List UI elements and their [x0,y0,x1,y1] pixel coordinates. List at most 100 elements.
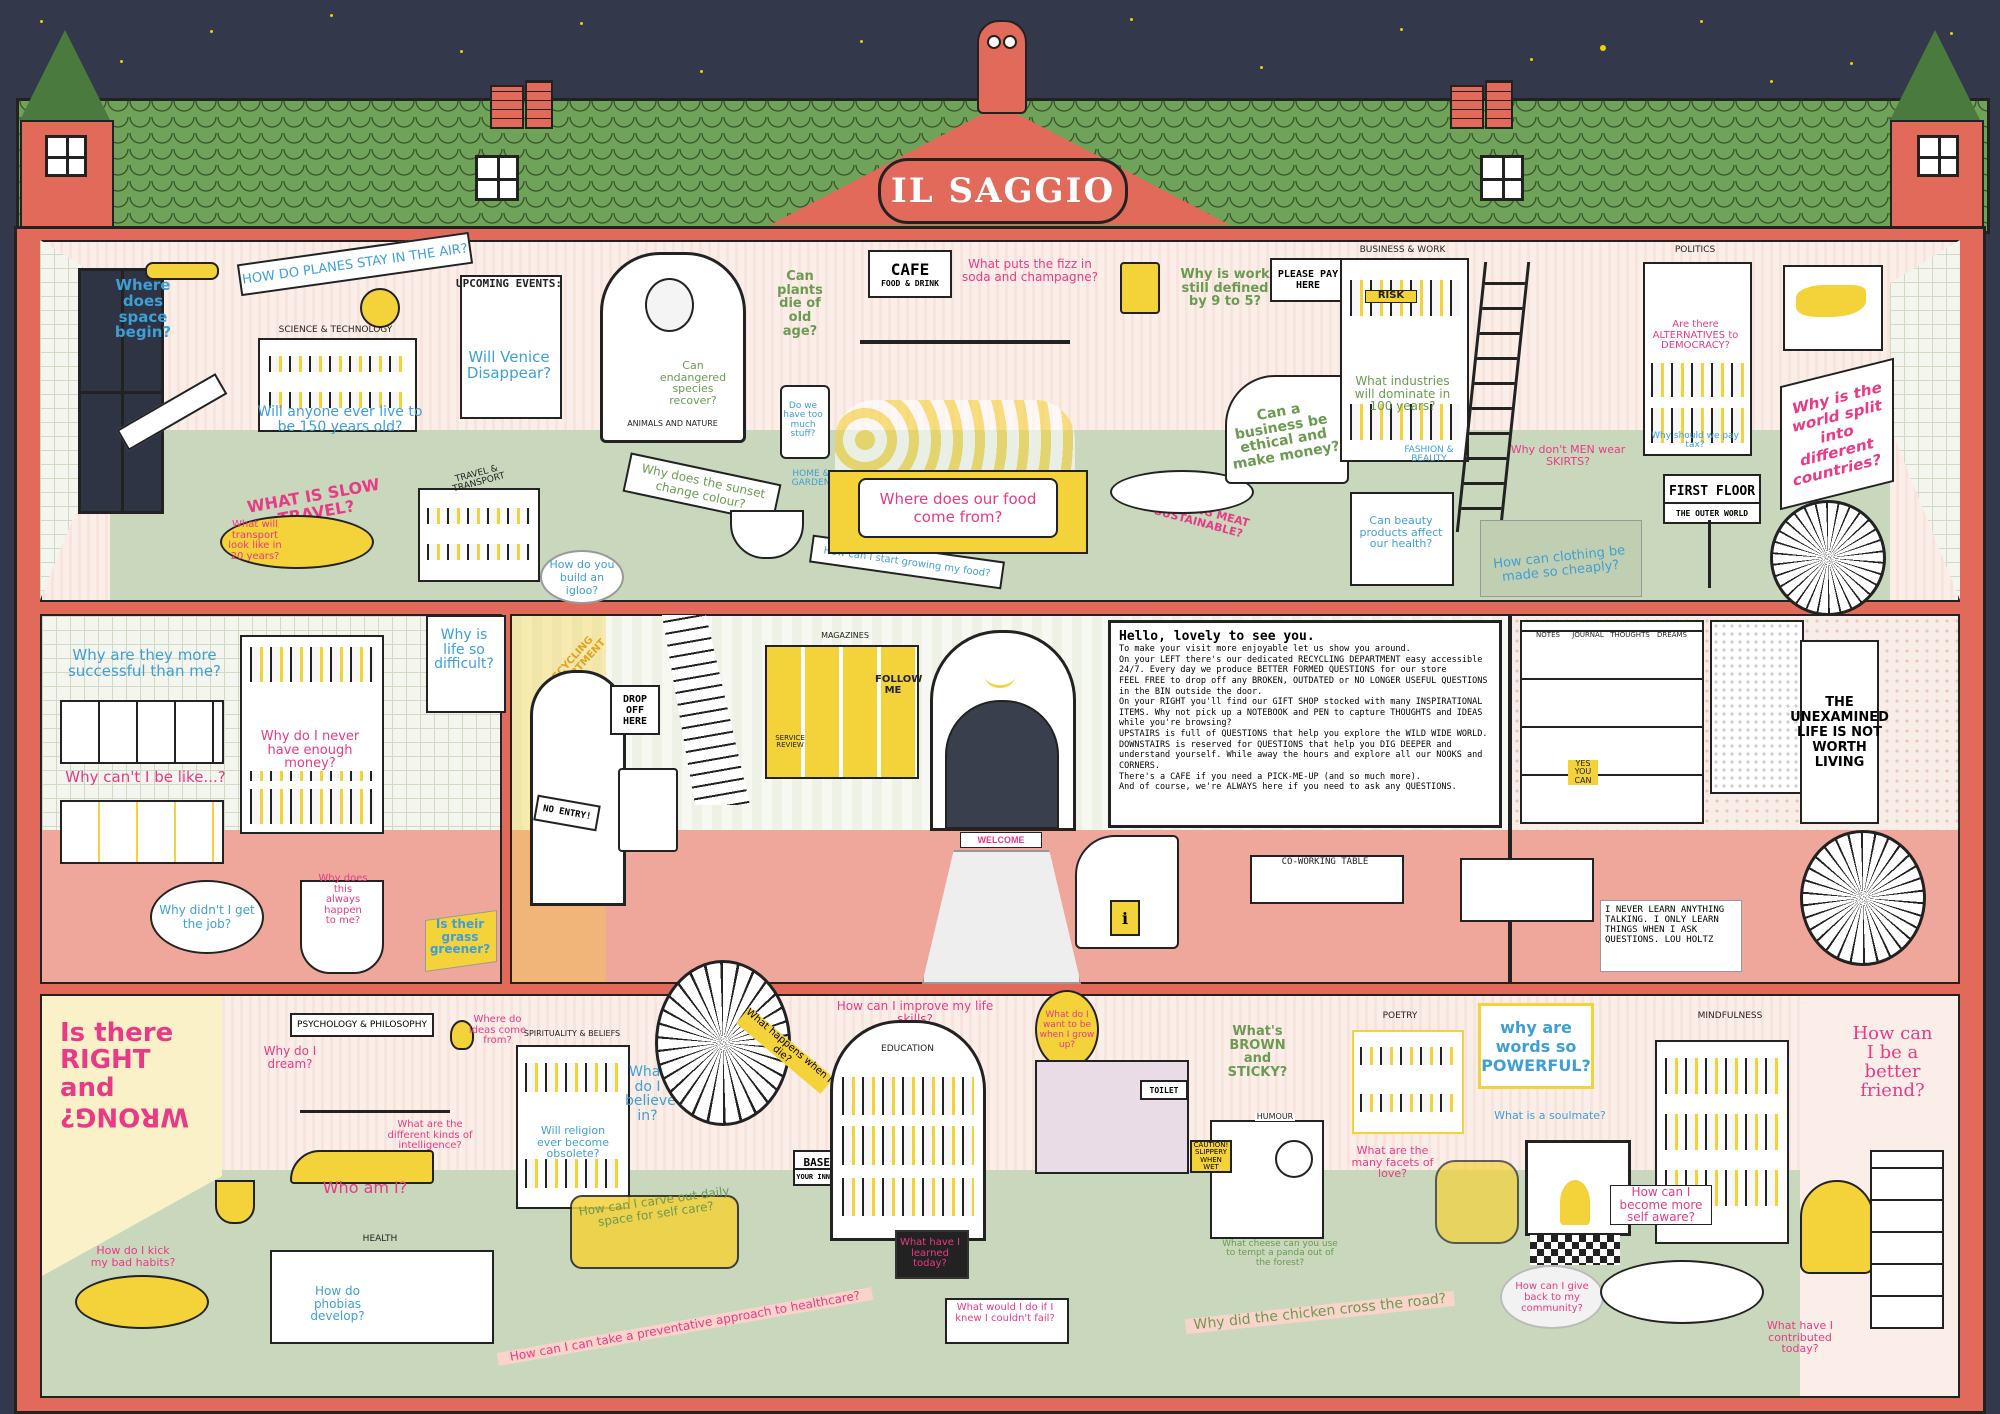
travel-table [220,515,374,569]
welcome-board: Hello, lovely to see you. To make your v… [1108,620,1502,828]
believe-question: What do I believe in? [625,1064,676,1125]
tote-board [1710,620,1804,794]
cafe-title: CAFE [890,260,930,279]
caution-sign: CAUTION! SLIPPERY WHEN WET [1190,1140,1232,1174]
gift-shelf [1520,620,1704,824]
drop-off-sign: DROP OFF HERE [610,685,660,735]
magazines-label: MAGAZINES [821,631,869,640]
democracy-question: Are there ALTERNATIVES to DEMOCRACY? [1652,319,1739,351]
humour-shelf [1210,1120,1324,1239]
outer-world-text: THE OUTER WORLD [1675,508,1749,518]
education-label: EDUCATION [880,1044,935,1055]
unexamined-quote: THE UNEXAMINED LIFE IS NOT WORTH LIVING [1790,694,1889,770]
welcome-line: On your RIGHT you'll find our GIFT SHOP … [1119,697,1483,729]
right-wrong-sign: Is there RIGHT and WRONG? [60,1019,190,1180]
education-arch [830,1020,986,1241]
difficult-question: Why is life so difficult? [434,627,494,673]
grow-up-bubble: What do I want to be when I grow up? [1035,990,1099,1069]
armchair [1435,1160,1519,1244]
right-wrong-line: WRONG? [60,1101,189,1132]
notebook: YES YOU CAN [1568,759,1598,786]
chimney [490,85,524,129]
tower-window [1917,135,1959,177]
job-table: Why didn't I get the job? [150,880,264,954]
igloo-question: How do you build an igloo? [549,557,615,597]
difficult-frame [426,615,506,713]
venice-question: Will Venice Disappear? [466,348,552,382]
fail-table [945,1298,1069,1344]
fail-question: What would I do if I knew I couldn't fai… [955,1302,1055,1324]
animals-label: ANIMALS AND NATURE [627,419,718,428]
stuff-bin [780,385,830,459]
soulmate-question: What is a soulmate? [1494,1109,1606,1122]
dodo-icon [645,278,694,332]
plant-pot [215,1180,255,1224]
species-question: Can endangered species recover? [659,359,727,407]
psychology-label: PSYCHOLOGY & PHILOSOPHY [290,1013,434,1037]
chaise-longue [290,1150,434,1184]
upcoming-events-board [460,275,562,419]
habits-table [75,1275,209,1329]
stuff-question: Do we have too much stuff? [783,401,823,440]
welcome-title: Hello, lovely to see you. [1119,629,1315,644]
drop-off-text: DROP OFF HERE [622,693,648,727]
food-question: Where does our food come from? [879,490,1037,526]
phobias-question: How do phobias develop? [310,1284,365,1324]
psychology-text: PSYCHOLOGY & PHILOSOPHY [297,1020,427,1030]
politics-shelf [1643,262,1752,456]
contributed-question: What have I contributed today? [1766,1319,1834,1356]
notebook: THOUGHTS [1610,631,1650,639]
grass-question: Is their grass greener? [429,917,491,957]
beauty-question: Can beauty products affect our health? [1359,514,1443,551]
health-label: HEALTH [362,1234,398,1244]
lightbulb-icon [450,1020,474,1050]
pay-here-text: PLEASE PAY HERE [1277,269,1339,291]
cuckoo-clock-icon [1120,262,1160,314]
always-question: Why does this always happen to me? [318,873,368,926]
ideas-question: Where do ideas come from? [468,1014,527,1046]
industries-question: What industries will dominate in 100 yea… [1354,374,1451,414]
notebook: JOURNAL [1572,631,1604,639]
welcome-mat-text: WELCOME [977,835,1025,845]
pay-here-sign: PLEASE PAY HERE [1270,258,1346,302]
welcome-line: UPSTAIRS is full of QUESTIONS that help … [1119,729,1488,739]
fizz-question: What puts the fizz in soda and champagne… [962,257,1098,284]
welcome-line: DOWNSTAIRS is reserved for QUESTIONS tha… [1119,739,1483,771]
book-ledge [60,700,224,764]
self-aware-question: How can I become more self aware? [1610,1185,1712,1225]
transport-question: What will transport look like in 20 year… [228,519,282,562]
spiral-staircase-mid [1800,830,1926,966]
roof-window [475,155,519,201]
cafe-sign: CAFE FOOD & DRINK [868,250,952,298]
follow-me-magazine: FOLLOW ME [875,674,923,696]
owl-eye [987,35,1001,49]
skirts-question: Why don't MEN wear SKIRTS? [1510,443,1626,468]
tax-question: Why should we pay tax? [1651,431,1739,451]
brown-question: What's BROWN and STICKY? [1227,1024,1288,1080]
religion-question: Will religion ever become obsolete? [536,1124,610,1161]
coworking-label: CO-WORKING TABLE [1281,857,1369,867]
humour-label: HUMOUR [1255,1112,1295,1122]
welcome-line: FEEL FREE to drop off any BROKEN, OUTDAT… [1119,675,1488,697]
chimney [525,80,553,129]
better-friend-question: How can I be a better friend? [1852,1023,1933,1101]
grow-up-question: What do I want to be when I grow up? [1039,1009,1095,1050]
quote-rug: I NEVER LEARN ANYTHING TALKING. I ONLY L… [1600,900,1742,972]
intelligence-question: What are the different kinds of intellig… [387,1119,473,1151]
coworking-table [1250,855,1404,904]
entrance-door [945,700,1059,829]
poetry-label: POETRY [1382,1011,1418,1021]
map-land [1796,285,1866,317]
book-ledge [60,800,224,864]
give-back-bubble: How can I give back to my community? [1500,1265,1604,1329]
unexamined-sign: THE UNEXAMINED LIFE IS NOT WORTH LIVING [1790,640,1889,824]
outer-world-sign: THE OUTER WORLD [1663,502,1761,524]
business-shelf [1340,258,1469,462]
tower-window [45,135,87,177]
welcome-line: To make your visit more enjoyable let us… [1119,644,1411,654]
who-am-i-question: Who am I? [322,1178,408,1197]
cheese-question: What cheese can you use to tempt a panda… [1222,1239,1338,1268]
plants-question: Can plants die of old age? [777,269,823,339]
food-drink-label: FOOD & DRINK [881,279,939,288]
airplane-icon [145,262,219,280]
